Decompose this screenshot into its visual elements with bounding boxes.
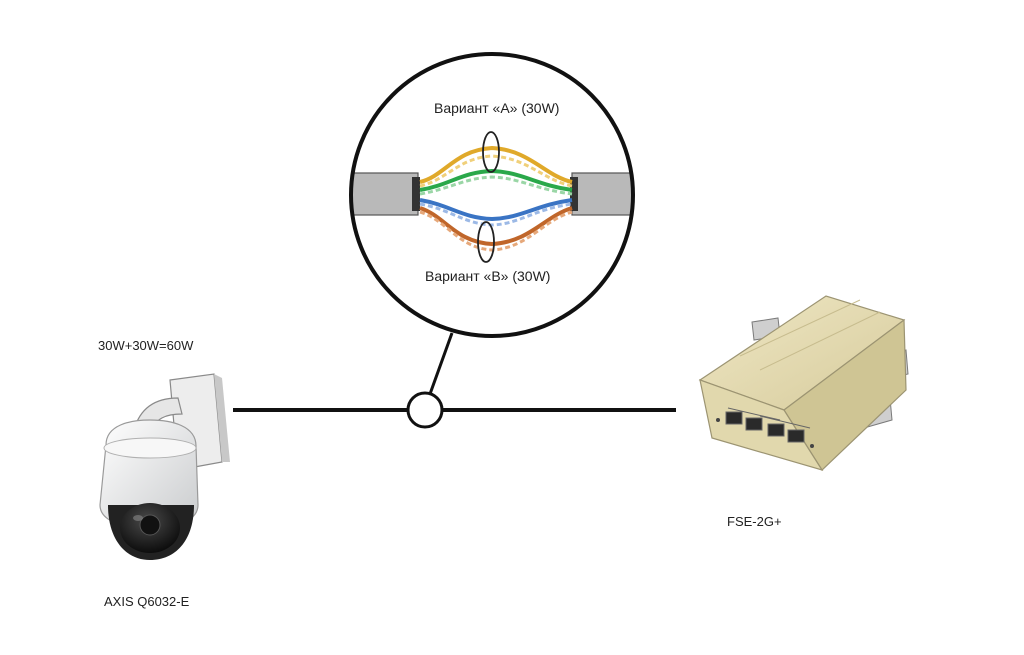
wire-pair-green-b — [419, 175, 573, 196]
pair-marker-option-a — [482, 131, 500, 173]
left-cable-jacket — [351, 172, 419, 216]
zoom-circle-border — [349, 52, 635, 338]
right-cable-jacket — [571, 172, 633, 216]
ptz-dome-camera-icon — [99, 373, 230, 560]
zoom-leader-line — [428, 332, 454, 395]
poe-switch-icon — [698, 295, 909, 472]
option-a-label: Вариант «А» (30W) — [434, 100, 560, 116]
wire-pair-orange-b — [419, 154, 573, 188]
wire-pair-brown-a — [419, 206, 573, 247]
power-total-label: 30W+30W=60W — [98, 338, 194, 353]
camera-model-label: AXIS Q6032-E — [104, 594, 190, 609]
pair-marker-option-b — [477, 221, 495, 263]
wire-pair-orange-a — [419, 145, 573, 184]
wire-pair-blue-b — [419, 202, 573, 227]
cable-zoom-detail — [351, 54, 633, 336]
wire-pair-blue-a — [419, 198, 573, 222]
wire-pair-brown-b — [419, 210, 573, 252]
cable-junction-circle — [406, 391, 444, 429]
option-b-label: Вариант «В» (30W) — [425, 268, 551, 284]
switch-model-label: FSE-2G+ — [727, 514, 782, 529]
